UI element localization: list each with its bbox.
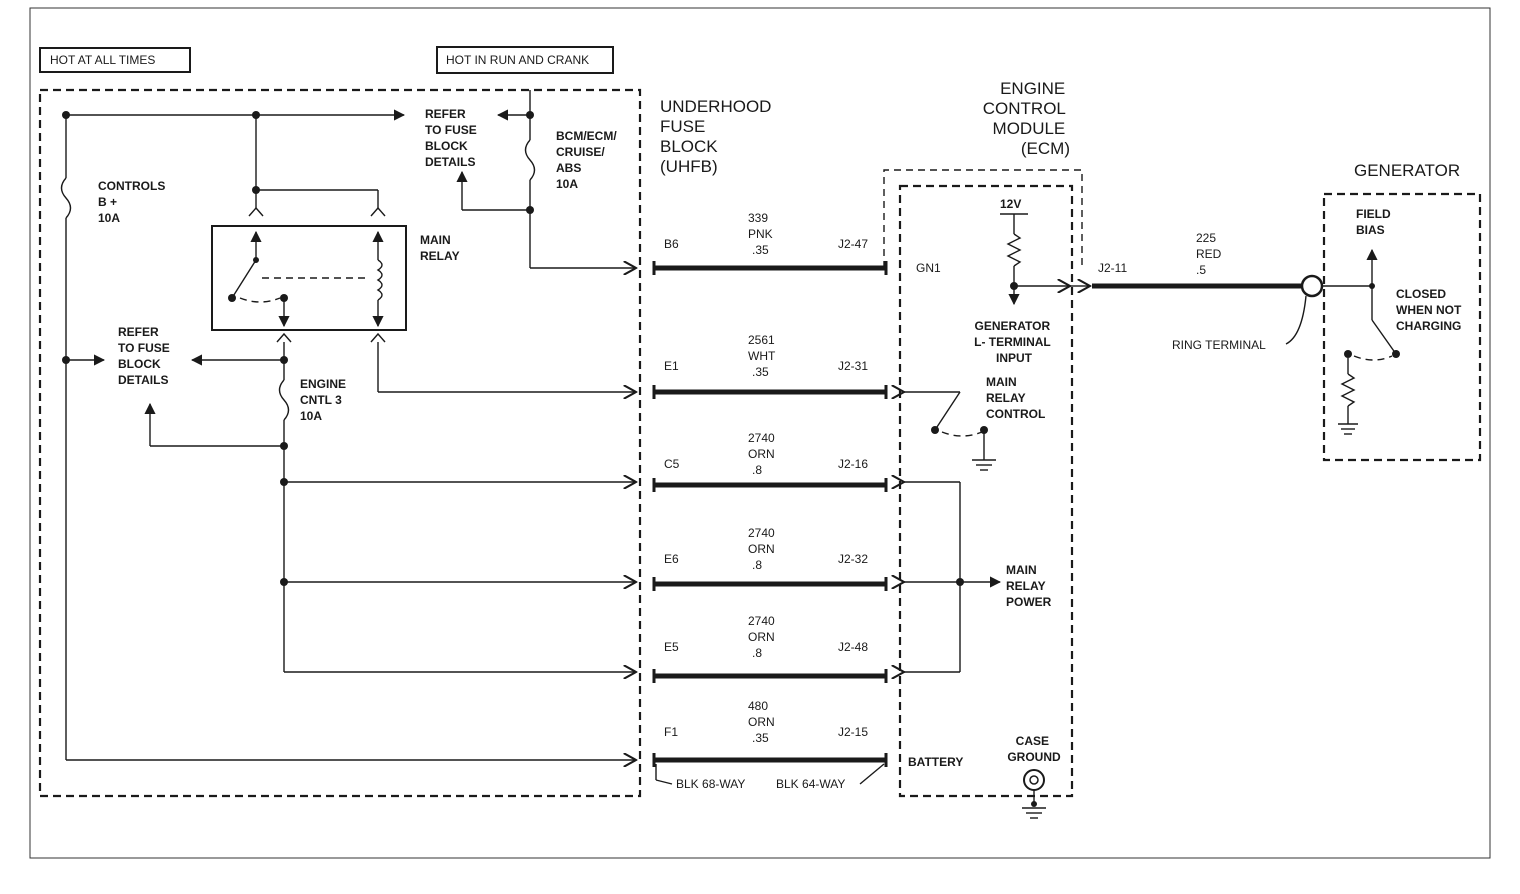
case-ground-label: CASE GROUND (1007, 734, 1061, 764)
circuit-number: 2740 (748, 614, 775, 628)
uhfb-pin-label: F1 (664, 725, 678, 739)
wire-color: ORN (748, 715, 775, 729)
ecm-pin-label: J2-15 (838, 725, 868, 739)
uhfb-internal-wiring (60, 90, 637, 760)
ecm-pin-label: J2-48 (838, 640, 868, 654)
controls-fuse-label: CONTROLS B + 10A (98, 179, 169, 225)
gn1-label: GN1 (916, 261, 941, 275)
generator-l-input-label: GENERATOR L- TERMINAL INPUT (974, 319, 1054, 365)
ecm-boundary (898, 184, 1074, 798)
engine-fuse-label: ENGINE CNTL 3 10A (300, 377, 349, 423)
generator-wire (1082, 274, 1372, 345)
wire-color: ORN (748, 630, 775, 644)
hot-at-all-times-box: HOT AT ALL TIMES (39, 47, 191, 73)
circuit-number: 339 (748, 211, 768, 225)
ecm-pin-label: J2-32 (838, 552, 868, 566)
wire-gauge: .8 (752, 463, 762, 477)
gen-wire-gauge: .5 (1196, 263, 1206, 277)
blk-64-way-label: BLK 64-WAY (776, 777, 845, 791)
wire-color: ORN (748, 447, 775, 461)
closed-when-not-charging-label: CLOSED WHEN NOT CHARGING (1396, 287, 1465, 333)
refer-fuse-mid-label: REFER TO FUSE BLOCK DETAILS (118, 325, 173, 387)
main-relay-label: MAIN RELAY (420, 233, 460, 263)
refer-fuse-top-label: REFER TO FUSE BLOCK DETAILS (425, 107, 480, 169)
circuit-number: 480 (748, 699, 768, 713)
uhfb-pin-label: E5 (664, 640, 679, 654)
ecm-pin-label: J2-47 (838, 237, 868, 251)
wire-gauge: .8 (752, 646, 762, 660)
ecm-pin-label: J2-16 (838, 457, 868, 471)
wire-gauge: .35 (752, 731, 769, 745)
hot-in-run-and-crank-box: HOT IN RUN AND CRANK (436, 46, 614, 74)
field-bias-label: FIELD BIAS (1356, 207, 1394, 237)
ecm-pin-label: J2-31 (838, 359, 868, 373)
uhfb-boundary (38, 88, 642, 798)
uhfb-pin-label: C5 (664, 457, 680, 471)
hot-in-run-and-crank-label: HOT IN RUN AND CRANK (446, 53, 589, 67)
bcm-fuse-label: BCM/ECM/ CRUISE/ ABS 10A (556, 129, 620, 191)
ring-terminal-label: RING TERMINAL (1172, 338, 1266, 352)
wire-color: WHT (748, 349, 776, 363)
hot-at-all-times-label: HOT AT ALL TIMES (50, 53, 155, 67)
uhfb-pin-label: E6 (664, 552, 679, 566)
outer-frame (29, 7, 1491, 859)
wire-gauge: .8 (752, 558, 762, 572)
circuit-number: 2740 (748, 526, 775, 540)
gen-wire-color: RED (1196, 247, 1222, 261)
v12-label: 12V (1000, 197, 1021, 211)
gen-pin-label: J2-11 (1098, 261, 1127, 275)
ecm-title: ENGINE CONTROL MODULE (ECM) (983, 79, 1070, 158)
uhfb-title: UNDERHOOD FUSE BLOCK (UHFB) (660, 97, 776, 176)
circuit-number: 2740 (748, 431, 775, 445)
wire-color: PNK (748, 227, 773, 241)
wire-gauge: .35 (752, 243, 769, 257)
ecm-internal-wiring (904, 213, 1082, 819)
main-relay-power-label: MAIN RELAY POWER (1006, 563, 1052, 609)
uhfb-pin-label: B6 (664, 237, 679, 251)
generator-boundary (1322, 192, 1482, 462)
generator-title: GENERATOR (1354, 161, 1460, 180)
generator-internal-wiring (1338, 248, 1400, 435)
blk-68-way-label: BLK 68-WAY (676, 777, 745, 791)
ecm-outer-boundary (883, 169, 1083, 268)
gen-wire-circuit: 225 (1196, 231, 1216, 245)
battery-label: BATTERY (908, 755, 963, 769)
wire-gauge: .35 (752, 365, 769, 379)
circuit-number: 2561 (748, 333, 775, 347)
wire-color: ORN (748, 542, 775, 556)
main-relay-control-label: MAIN RELAY CONTROL (986, 375, 1045, 421)
uhfb-pin-label: E1 (664, 359, 679, 373)
